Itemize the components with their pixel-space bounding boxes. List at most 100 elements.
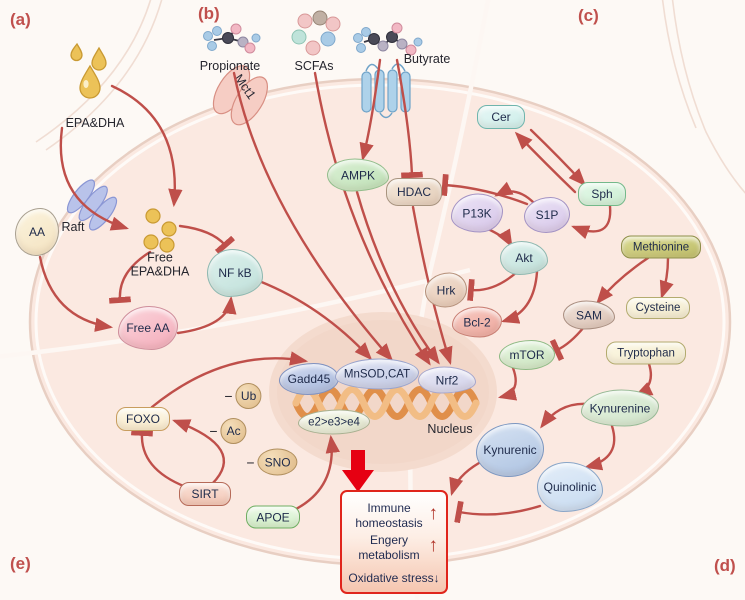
outcome-homeostasis: homeostasis: [355, 516, 423, 530]
edge-s1p-hdac-inhibit: [441, 174, 529, 206]
edge-sirt-foxo-activate: [172, 419, 225, 486]
panel-label-e: (e): [10, 554, 31, 573]
minus-sign: −: [246, 454, 255, 470]
node-nfkb: NF kB: [207, 249, 263, 297]
ac-badge: Ac: [220, 418, 247, 444]
scfas-label: SCFAs: [294, 59, 334, 73]
panel-label-c: (c): [578, 6, 599, 25]
node-hrk: Hrk: [425, 272, 467, 308]
edge-methionine-cysteine: [659, 256, 674, 299]
edge-ampk-nucleus: [355, 190, 440, 365]
mod-ub: − Ub: [224, 383, 262, 409]
outcome-oxidative: Oxidative stress↓: [348, 571, 440, 585]
node-cysteine: Cysteine: [626, 297, 690, 319]
edge-scfas-nucleus: [313, 71, 431, 366]
epa-dha-label: EPA&DHA: [65, 116, 125, 130]
node-gadd45: Gadd45: [279, 363, 339, 395]
edge-sam-mtor-inhibit: [549, 325, 586, 362]
nucleus-to-outcome-arrow: [342, 450, 374, 492]
butyrate-label: Butyrate: [403, 52, 451, 66]
node-apoe: APOE: [246, 505, 300, 529]
edge-aa-freeaa: [38, 255, 114, 332]
edge-s1p-p13k: [494, 181, 536, 205]
node-nrf2: Nrf2: [418, 366, 476, 394]
node-p13k: P13K: [451, 193, 503, 233]
node-mtor: mTOR: [499, 340, 555, 370]
minus-sign: −: [224, 388, 233, 404]
edge-cer-sph: [529, 128, 587, 187]
sno-badge: SNO: [257, 448, 298, 476]
outcome-box: Immune homeostasis Engery metabolism ↑ ↑…: [340, 490, 448, 594]
edge-propionate-nucleus: [232, 71, 394, 362]
node-mnsod-cat: MnSOD,CAT: [335, 358, 419, 390]
node-foxo: FOXO: [116, 407, 170, 431]
edge-kynurenic-outcome: [449, 461, 481, 496]
edge-epadha-freeepa: [110, 84, 183, 208]
up-arrow-icon: ↑: [428, 503, 439, 524]
compartment-stripe: [0, 267, 471, 359]
edge-freeaa-nfkb: [176, 295, 237, 335]
node-tryptophan: Tryptophan: [606, 341, 686, 365]
oil-droplets-icon: [70, 42, 107, 99]
node-kynurenine: Kynurenine: [581, 389, 659, 427]
propionate-molecule-icon: [203, 23, 261, 54]
edge-akt-hrk-inhibit: [467, 270, 519, 302]
ub-badge: Ub: [235, 383, 262, 409]
edge-nfkb-mnsod: [257, 279, 373, 361]
edge-sph-cer: [514, 131, 577, 194]
edge-quinolinic-outcome-inhibit: [454, 500, 542, 524]
node-kynurenic: Kynurenic: [476, 423, 544, 477]
edge-sirt-foxo-inhibit: [131, 429, 188, 489]
boundary-line: [671, 0, 745, 194]
raft-icon: [66, 179, 118, 231]
edge-epadha-freeepa-via-raft: [59, 126, 129, 231]
mod-ac: − Ac: [209, 418, 247, 444]
boundary-line: [45, 0, 163, 151]
node-akt: Akt: [500, 241, 548, 275]
node-bcl2: Bcl-2: [452, 306, 502, 338]
edge-foxo-gadd45: [150, 351, 309, 409]
mod-sno: − SNO: [246, 448, 298, 476]
node-quinolinic: Quinolinic: [537, 462, 603, 512]
outcome-immune: Immune: [367, 501, 411, 515]
node-cer: Cer: [477, 105, 525, 129]
minus-sign: −: [209, 423, 218, 439]
boundary-line: [661, 0, 697, 129]
up-arrow-icon: ↑: [428, 535, 439, 556]
raft-label: Raft: [61, 220, 85, 234]
node-free-aa: Free AA: [118, 306, 178, 350]
scfas-cluster-icon: [291, 10, 341, 56]
node-aa: AA: [15, 208, 59, 256]
edge-methionine-sam: [596, 256, 650, 305]
edge-freeepa-nfkb-inhibit: [178, 224, 236, 255]
down-arrow-icon: ↓: [433, 571, 440, 585]
edge-butyrate-hdac-inhibit: [395, 58, 423, 179]
nucleus-label: Nucleus: [427, 422, 473, 436]
node-hdac: HDAC: [386, 178, 442, 206]
panel-label-b: (b): [198, 4, 220, 23]
node-apoe-alleles: e2>e3>e4: [298, 409, 370, 435]
node-sph: Sph: [578, 182, 626, 206]
edge-mtor-nucleus: [497, 366, 518, 401]
node-ampk: AMPK: [327, 158, 389, 192]
free-epa-label: Free EPA&DHA: [130, 250, 190, 279]
node-sam: SAM: [563, 300, 615, 330]
signal-edges: [38, 58, 674, 524]
edge-butyrate-ampk: [359, 58, 382, 162]
free-epa-dots-icon: [143, 208, 177, 253]
node-sirt: SIRT: [179, 482, 231, 506]
outcome-metabolism: metabolism: [358, 548, 420, 562]
outcome-engery: Engery: [369, 533, 409, 547]
panel-label-a: (a): [10, 10, 31, 29]
boundary-line: [35, 0, 152, 143]
edge-apoe-alleles: [294, 434, 340, 511]
butyrate-molecule-icon: [353, 22, 423, 56]
edge-sph-s1p: [571, 204, 612, 240]
panel-label-d: (d): [714, 556, 736, 575]
node-s1p: S1P: [524, 197, 570, 233]
edge-kynurenine-quinolinic: [583, 424, 616, 471]
edge-freeepa-freeaa-inhibit: [109, 250, 152, 304]
edge-akt-bcl2: [501, 270, 539, 324]
node-methionine: Methionine: [621, 235, 701, 259]
